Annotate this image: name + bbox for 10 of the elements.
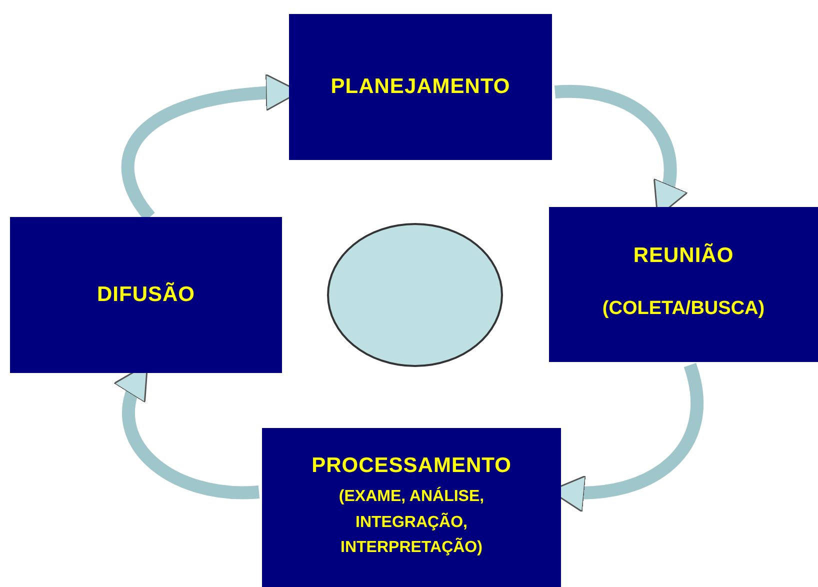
box-heading: PLANEJAMENTO (330, 75, 510, 99)
box-text: (COLETA/BUSCA) (602, 297, 765, 322)
process-box (262, 428, 561, 587)
process-box (10, 217, 282, 373)
box-heading: DIFUSÃO (97, 283, 195, 307)
box-heading: PROCESSAMENTO (312, 454, 512, 478)
box-heading: REUNIÃO (633, 244, 734, 268)
process-box (289, 14, 552, 160)
process-box (549, 207, 818, 362)
box-text: (EXAME, ANÁLISE, INTEGRAÇÃO, INTERPRETAÇÃO) (338, 486, 486, 558)
